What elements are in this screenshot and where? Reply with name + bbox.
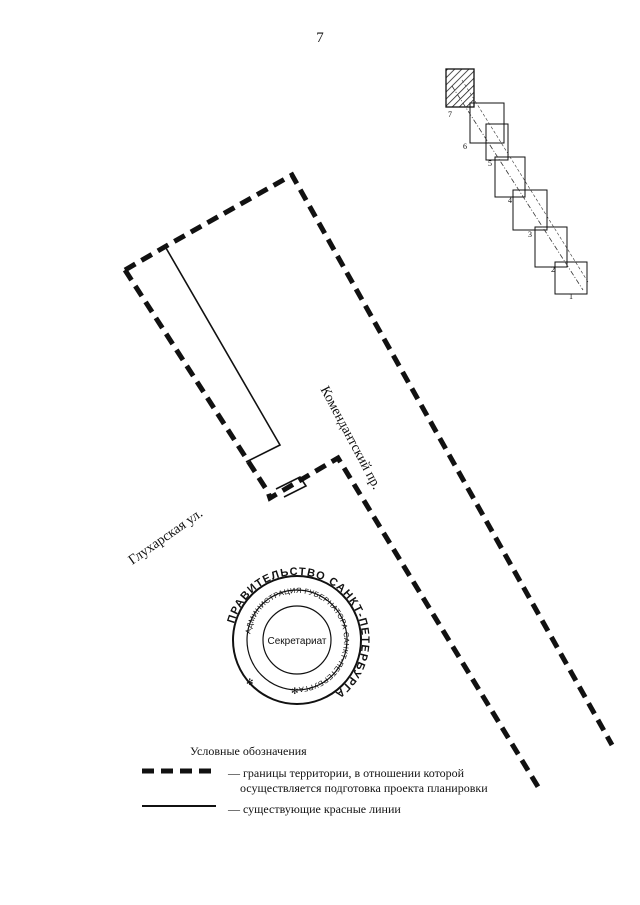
sheet-label-4: 4	[508, 196, 512, 205]
index-axis-line	[451, 85, 584, 291]
sheet-3	[512, 189, 548, 231]
sheet-label-6: 6	[463, 142, 467, 151]
sheet-6	[469, 102, 505, 144]
sheet-1	[554, 261, 588, 295]
seal-middle-ring	[246, 589, 348, 691]
sheet-index-diagram: 7 6 5 4 3 2 1	[445, 68, 589, 301]
boundary-west-segment	[122, 268, 543, 792]
sheet-label-3: 3	[528, 230, 532, 239]
sheet-7-highlighted	[445, 68, 475, 108]
legend-boundary-label: — границы территории, в отношении которо…	[228, 766, 465, 780]
sheet-2	[534, 226, 568, 268]
sheet-5	[485, 123, 509, 161]
territory-boundary	[122, 171, 615, 792]
sheet-label-7: 7	[448, 110, 452, 119]
existing-red-lines	[165, 247, 308, 498]
legend-redline-label: — существующие красные линии	[228, 802, 401, 816]
boundary-east-segment	[123, 171, 615, 747]
legend-boundary-label-2: осуществляется подготовка проекта планир…	[240, 781, 488, 795]
legend-title: Условные обозначения	[190, 744, 307, 758]
legend-symbols	[142, 768, 216, 807]
page-number: 7	[316, 30, 324, 46]
seal-center-text: Секретариат	[267, 636, 326, 647]
seal-star-bottom: ✻	[291, 686, 299, 696]
sheet-label-2: 2	[551, 265, 555, 274]
red-line-stub	[275, 475, 308, 498]
seal-inner-ring	[262, 605, 332, 675]
official-seal: ПРАВИТЕЛЬСТВО САНКТ-ПЕТЕРБУРГА АДМИНИСТР…	[225, 566, 370, 705]
sheet-label-5: 5	[488, 159, 492, 168]
sheet-label-1: 1	[569, 292, 573, 301]
red-line-block	[165, 247, 282, 463]
seal-star-left: ✻	[246, 677, 254, 687]
seal-outer-ring	[232, 575, 362, 705]
